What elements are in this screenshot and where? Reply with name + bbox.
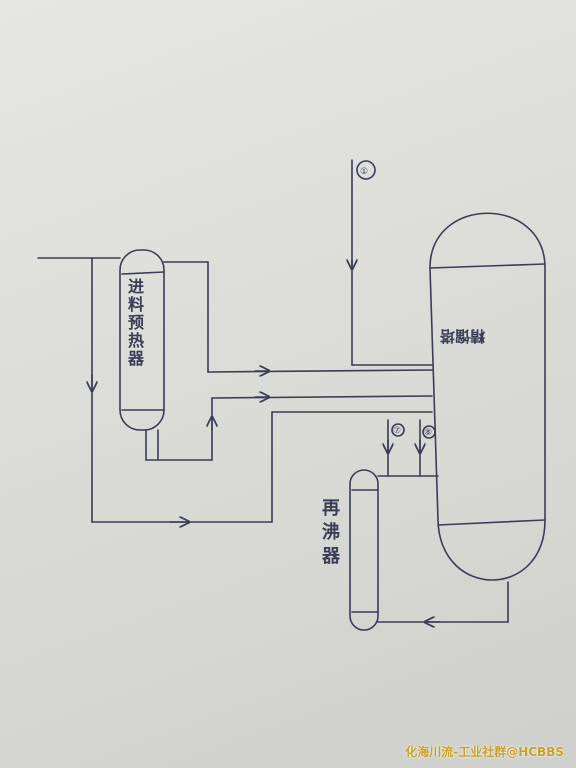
marker-right-label: ⑧: [424, 428, 432, 438]
column-label: 精馏塔: [440, 327, 486, 345]
preheater-label: 进料预热器: [125, 278, 144, 368]
marker-left-label: ⑦: [393, 426, 401, 436]
preheater-outlet-line: [163, 261, 433, 372]
preheater-return-line: [145, 396, 433, 461]
marker-right-circle: [422, 425, 436, 439]
reboiler-label: 再沸器: [319, 498, 340, 570]
feed-marker-circle: [356, 160, 376, 180]
feed-stream-line: [352, 159, 433, 366]
feed-marker-label: ①: [360, 167, 368, 177]
distillation-column: [429, 212, 546, 581]
marker-left-circle: [391, 423, 405, 437]
reboiler-lines: [377, 419, 509, 622]
feed-preheater-vessel: [119, 249, 165, 431]
reboiler-vessel: [349, 469, 379, 631]
watermark: 化海川流-工业社群@HCBBS: [405, 745, 564, 759]
inlet-bypass-line: [37, 257, 433, 522]
